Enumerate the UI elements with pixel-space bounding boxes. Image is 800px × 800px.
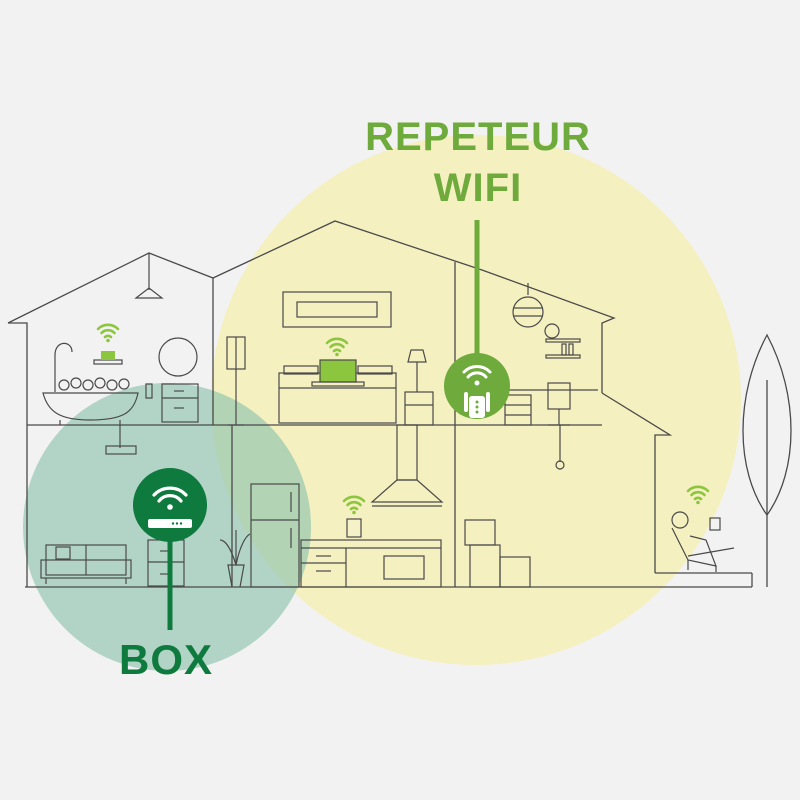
house-outline <box>7 220 753 588</box>
wifi-icon-bathroom <box>96 323 120 344</box>
kitchen <box>250 424 531 588</box>
bathroom <box>42 253 199 455</box>
repeater-label-line2: WIFI <box>433 166 523 210</box>
box-label: BOX <box>118 636 213 683</box>
tree <box>742 333 792 587</box>
living-room <box>40 336 251 588</box>
office <box>500 283 598 470</box>
wifi-repeater-device <box>444 220 510 419</box>
bedroom <box>278 291 434 426</box>
box-router-device <box>133 468 207 630</box>
repeater-label-line1: REPETEUR <box>365 115 591 159</box>
terrace <box>671 511 735 572</box>
